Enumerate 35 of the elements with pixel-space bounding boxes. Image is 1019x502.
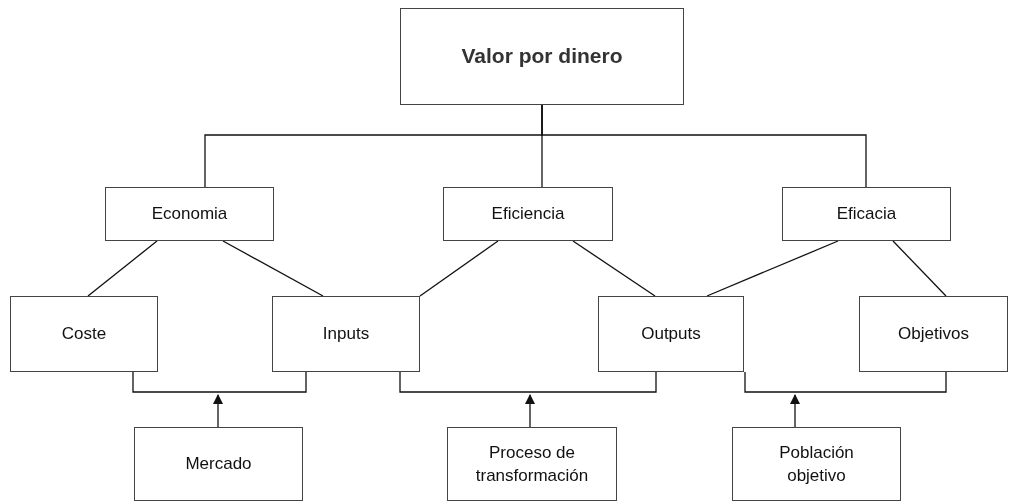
connector-line: [572, 240, 656, 297]
connector-line: [132, 371, 307, 393]
connector-line: [213, 394, 223, 428]
box-label: Objetivos: [897, 323, 970, 346]
connector-line: [399, 371, 657, 393]
process-box: [400, 8, 684, 105]
process-box: [859, 296, 1008, 372]
box-label: Eficacia: [835, 203, 898, 226]
process-box: [10, 296, 158, 372]
box-label: Mercado: [184, 453, 253, 476]
process-box: [105, 187, 274, 241]
box-label: Economia: [150, 203, 229, 226]
connector-line: [706, 240, 839, 297]
box-label: Coste: [60, 323, 108, 346]
box-label: Eficiencia: [490, 203, 566, 226]
process-box: [134, 427, 303, 501]
connector-line: [541, 104, 867, 188]
process-box: [443, 187, 613, 241]
connector-line: [525, 394, 535, 428]
connector-line: [87, 240, 158, 297]
connector-line: [222, 240, 324, 297]
process-box: [447, 427, 617, 501]
process-box: [782, 187, 951, 241]
box-label: Inputs: [321, 323, 371, 346]
process-box: [732, 427, 901, 501]
box-label: Proceso de transformación: [474, 441, 590, 487]
box-label: Valor por dinero: [460, 43, 624, 70]
connector-line: [419, 240, 499, 297]
box-label: Población objetivo: [778, 441, 855, 487]
connector-line: [744, 371, 947, 393]
connector-line: [790, 394, 800, 428]
connector-line: [892, 240, 947, 297]
process-box: [272, 296, 420, 372]
box-label: Outputs: [640, 323, 702, 346]
process-box: [598, 296, 744, 372]
